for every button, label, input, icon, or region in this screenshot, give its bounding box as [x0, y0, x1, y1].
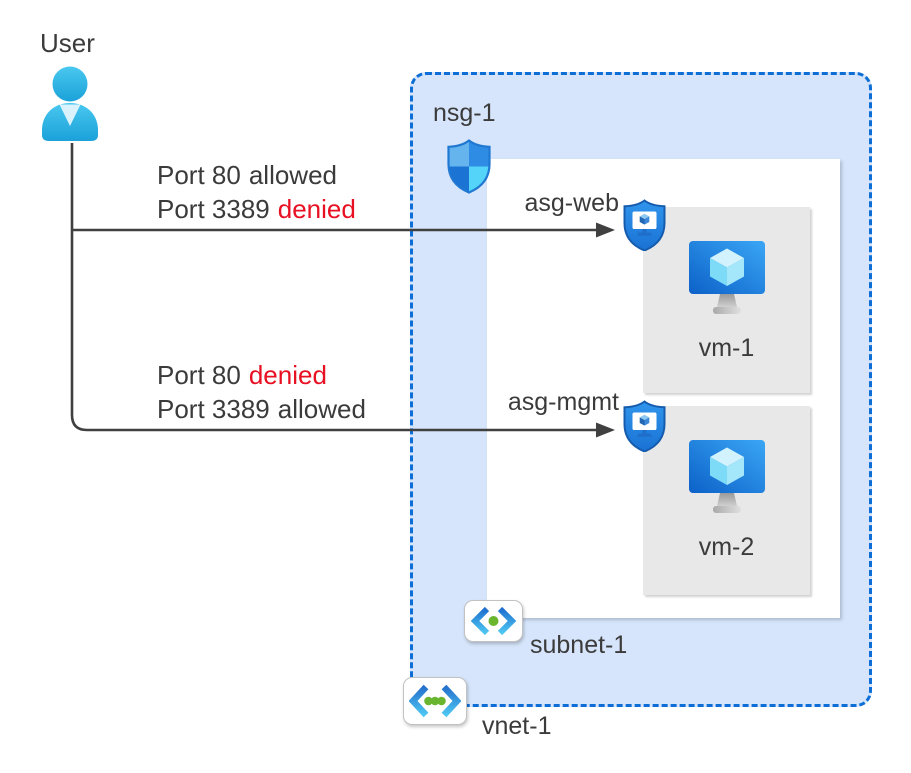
- nsg-quadrant-shield-icon: [447, 139, 491, 194]
- rule-prefix: Port 80: [157, 360, 241, 390]
- rule-verdict: denied: [277, 194, 356, 224]
- asg-shield-monitor-icon: [623, 199, 666, 252]
- asg-mgmt-label: asg-mgmt: [507, 388, 619, 416]
- rule-verdict: denied: [248, 360, 327, 390]
- vm1-label: vm-1: [698, 334, 755, 362]
- vm2-tile: vm-2: [643, 406, 810, 595]
- vnet-box: nsg-1 asg-web: [410, 72, 872, 707]
- vnet-brackets-dots-icon: [403, 677, 467, 725]
- rule-verdict: allowed: [277, 394, 366, 424]
- person-icon: [37, 62, 103, 142]
- rule-verdict: allowed: [248, 160, 337, 190]
- asg-web-label: asg-web: [524, 189, 620, 217]
- user-label: User: [40, 28, 95, 58]
- rule-prefix: Port 3389: [157, 394, 270, 424]
- subnet-brackets-dot-icon: [464, 600, 523, 642]
- vm1-tile: vm-1: [643, 207, 810, 393]
- vm-monitor-cube-icon: [688, 241, 765, 314]
- nsg-label: nsg-1: [433, 99, 496, 127]
- subnet-label: subnet-1: [530, 631, 628, 659]
- vnet-label: vnet-1: [482, 712, 552, 740]
- vm-monitor-cube-icon: [688, 440, 765, 513]
- rule-prefix: Port 3389: [157, 194, 270, 224]
- rule-prefix: Port 80: [157, 160, 241, 190]
- vm2-label: vm-2: [698, 533, 755, 561]
- asg-shield-monitor-icon: [623, 400, 666, 453]
